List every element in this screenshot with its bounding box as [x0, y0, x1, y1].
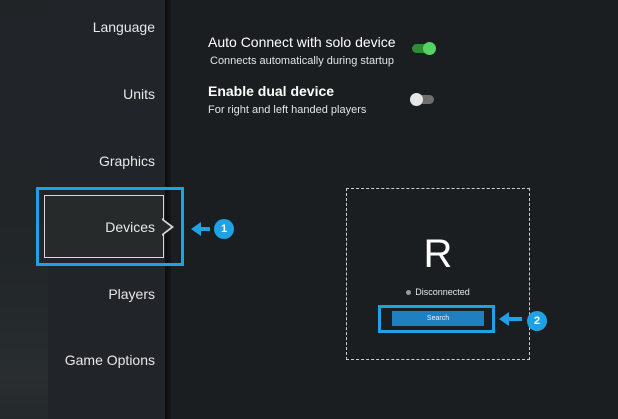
dual-device-toggle[interactable] — [410, 93, 434, 106]
dual-device-subtitle: For right and left handed players — [208, 104, 367, 116]
auto-connect-title: Auto Connect with solo device — [208, 34, 396, 50]
device-panel — [346, 188, 530, 360]
highlight-box-search — [378, 305, 495, 333]
highlight-box-devices — [36, 187, 184, 266]
sidebar-item-players[interactable]: Players — [108, 286, 155, 302]
arrow-left-icon — [191, 222, 210, 236]
toggle-knob — [410, 93, 423, 106]
dual-device-title: Enable dual device — [208, 83, 335, 99]
device-hand-label: R — [423, 232, 453, 276]
auto-connect-subtitle: Connects automatically during startup — [210, 55, 395, 67]
active-item-pointer-fill — [162, 220, 171, 234]
sidebar-divider — [165, 0, 171, 419]
callout-badge-1: 1 — [214, 219, 234, 239]
sidebar-item-devices[interactable]: Devices — [105, 219, 155, 235]
toggle-knob — [423, 42, 436, 55]
device-status-text: Disconnected — [415, 287, 470, 297]
auto-connect-toggle[interactable] — [412, 42, 436, 55]
search-button[interactable]: Search — [392, 311, 484, 326]
sidebar-item-graphics[interactable]: Graphics — [98, 153, 155, 169]
callout-badge-2: 2 — [527, 311, 547, 331]
sidebar-item-language[interactable]: Language — [92, 19, 155, 35]
status-dot-icon — [406, 290, 412, 296]
arrow-left-icon — [499, 312, 522, 326]
sidebar-item-units[interactable]: Units — [123, 86, 155, 102]
sidebar-item-game-options[interactable]: Game Options — [64, 352, 155, 368]
device-status: Disconnected — [346, 287, 530, 297]
active-item-indicator — [44, 195, 164, 258]
